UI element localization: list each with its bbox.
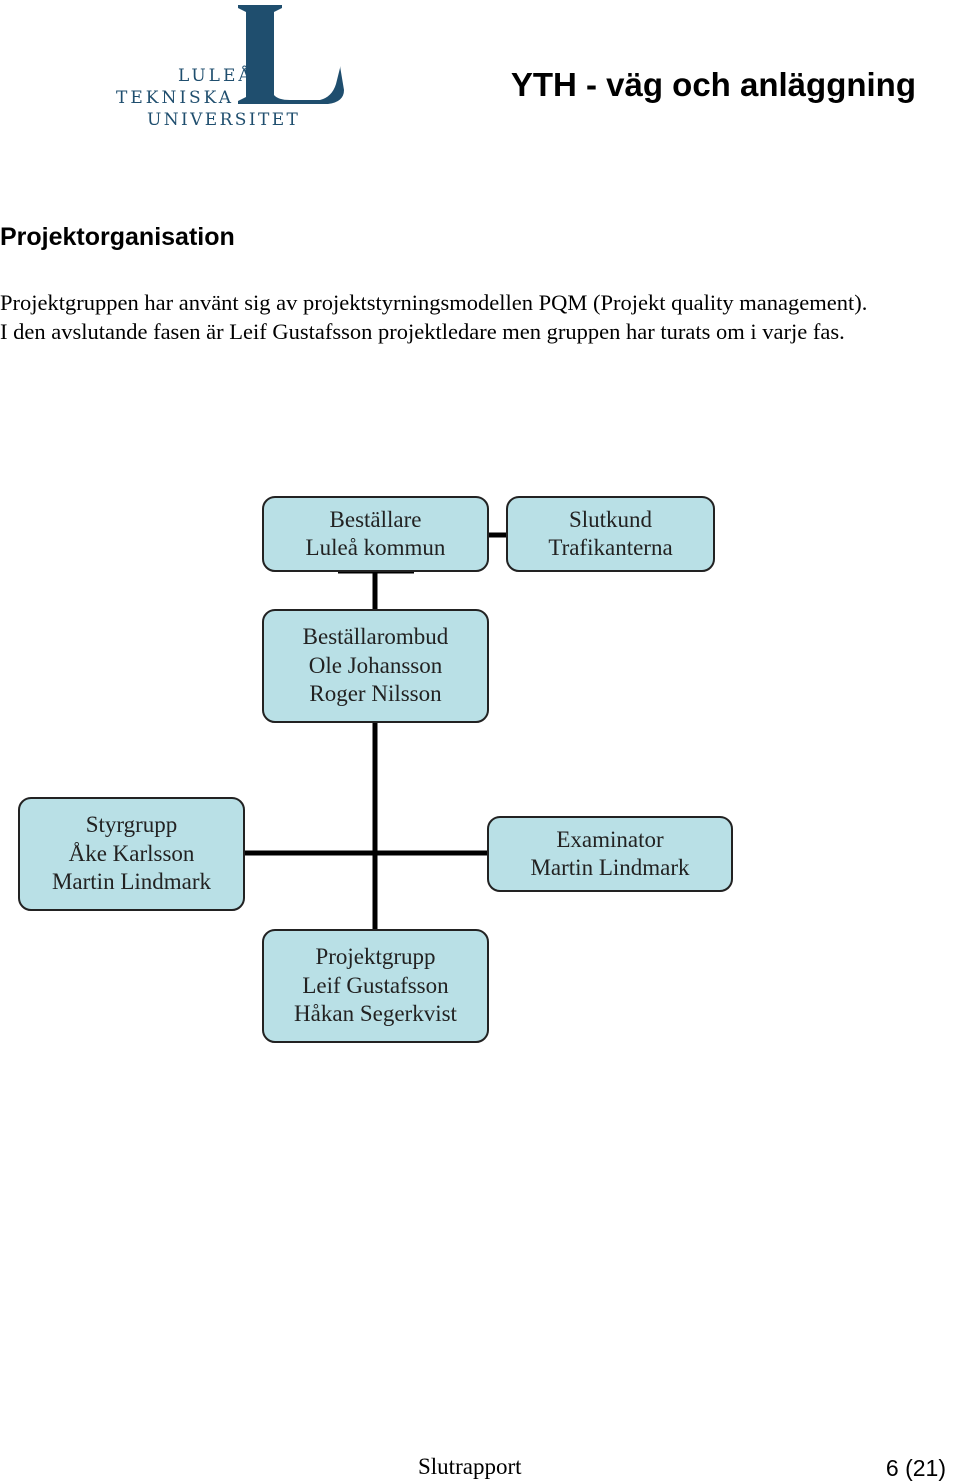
org-box-bestallare: Beställare Luleå kommun — [262, 496, 489, 572]
header-title: YTH - väg och anläggning — [510, 66, 916, 103]
org-box-slutkund: Slutkund Trafikanterna — [506, 496, 715, 572]
paragraph-line: I den avslutande fasen är Leif Gustafsso… — [0, 319, 845, 344]
box-title: Beställare — [329, 506, 422, 532]
org-box-styrgrupp: Styrgrupp Åke Karlsson Martin Lindmark — [18, 797, 245, 911]
box-name: Håkan Segerkvist — [294, 1001, 457, 1027]
org-box-examinator: Examinator Martin Lindmark — [487, 816, 733, 892]
paragraph-line: Projektgruppen har använt sig av projekt… — [0, 290, 868, 315]
box-title: Beställarombud — [302, 624, 449, 650]
box-title: Slutkund — [568, 506, 653, 532]
page-number: 6 (21) — [885, 1455, 946, 1481]
box-name: Roger Nilsson — [309, 681, 442, 707]
box-name: Åke Karlsson — [68, 840, 195, 866]
org-box-projektgrupp: Projektgrupp Leif Gustafsson Håkan Seger… — [262, 929, 489, 1043]
logo-line-1: LULEÅ — [178, 66, 254, 86]
box-title: Styrgrupp — [85, 812, 178, 838]
intro-paragraph: Projektgruppen har använt sig av projekt… — [0, 288, 960, 346]
org-box-bestallarombud: Beställarombud Ole Johansson Roger Nilss… — [262, 609, 489, 723]
footer-label: Slutrapport — [418, 1454, 522, 1479]
box-name: Martin Lindmark — [530, 855, 690, 880]
box-name: Martin Lindmark — [51, 869, 212, 895]
box-title: Projektgrupp — [315, 944, 436, 970]
logo-line-3: UNIVERSITET — [147, 110, 301, 130]
box-name: Leif Gustafsson — [302, 972, 449, 998]
box-title: Examinator — [556, 826, 664, 852]
logo-line-2: TEKNISKA — [116, 88, 234, 108]
university-logo: LULEÅ TEKNISKA UNIVERSITET — [110, 0, 350, 135]
box-name: Trafikanterna — [548, 535, 673, 560]
ltu-logo-icon — [238, 5, 344, 104]
box-name: Ole Johansson — [308, 652, 443, 678]
section-title: Projektorganisation — [0, 223, 235, 251]
box-name: Luleå kommun — [305, 535, 446, 560]
